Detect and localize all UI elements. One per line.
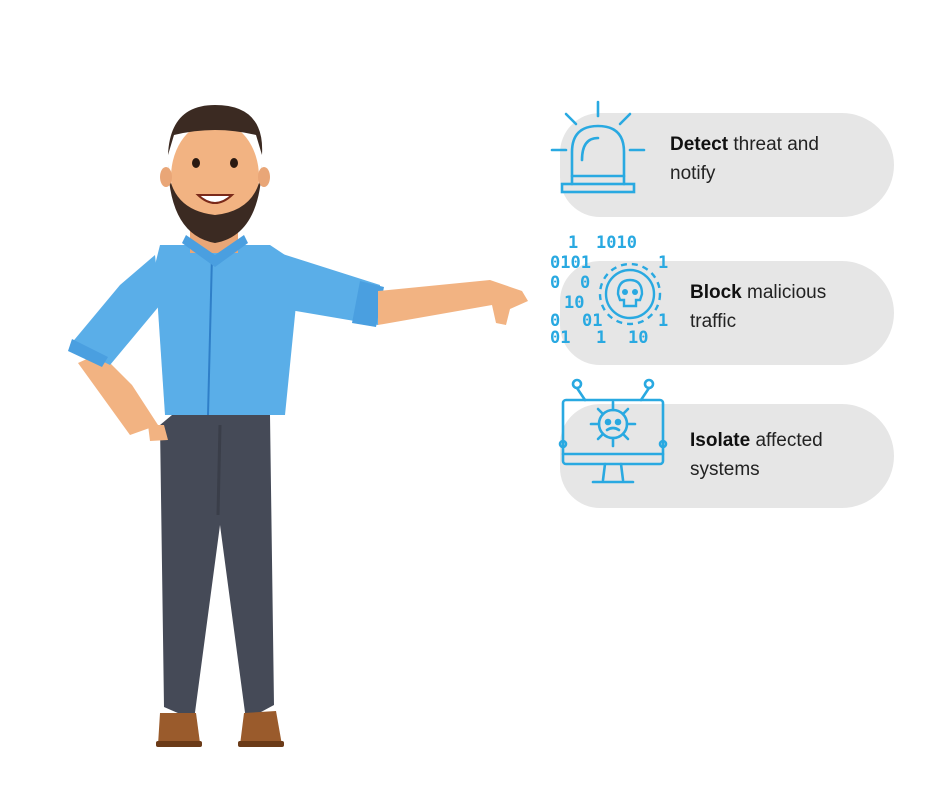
svg-text:1: 1 [658,311,668,331]
svg-text:0: 0 [580,273,590,293]
svg-text:10: 10 [564,293,584,313]
svg-text:0101: 0101 [550,253,591,273]
man-pointing-illustration [68,105,528,747]
detect-rest: threat and [728,134,819,155]
svg-text:0: 0 [550,273,560,293]
svg-text:1: 1 [568,233,578,253]
isolate-bold: Isolate [690,430,751,451]
svg-text:01: 01 [550,328,570,346]
skull-binary-icon: 1 1010 0101 1 0 0 10 0 01 1 01 1 10 [550,233,668,346]
svg-text:1: 1 [596,328,606,346]
svg-text:10: 10 [628,328,648,346]
detect-bold: Detect [670,134,729,155]
block-text: Block malicious traffic [690,278,880,336]
isolate-rest: affected [750,430,823,451]
svg-text:1: 1 [658,253,668,273]
monitor-virus-icon [558,378,668,484]
detect-line2: notify [670,163,716,184]
block-bold: Block [690,282,742,303]
block-rest: malicious [741,282,827,303]
isolate-line2: systems [690,459,760,480]
svg-text:01: 01 [582,311,602,331]
alarm-icon [550,100,646,194]
svg-text:0: 0 [550,311,560,331]
isolate-text: Isolate affected systems [690,426,880,484]
svg-text:1010: 1010 [596,233,637,253]
detect-text: Detect threat and notify [670,130,870,188]
block-line2: traffic [690,311,737,332]
